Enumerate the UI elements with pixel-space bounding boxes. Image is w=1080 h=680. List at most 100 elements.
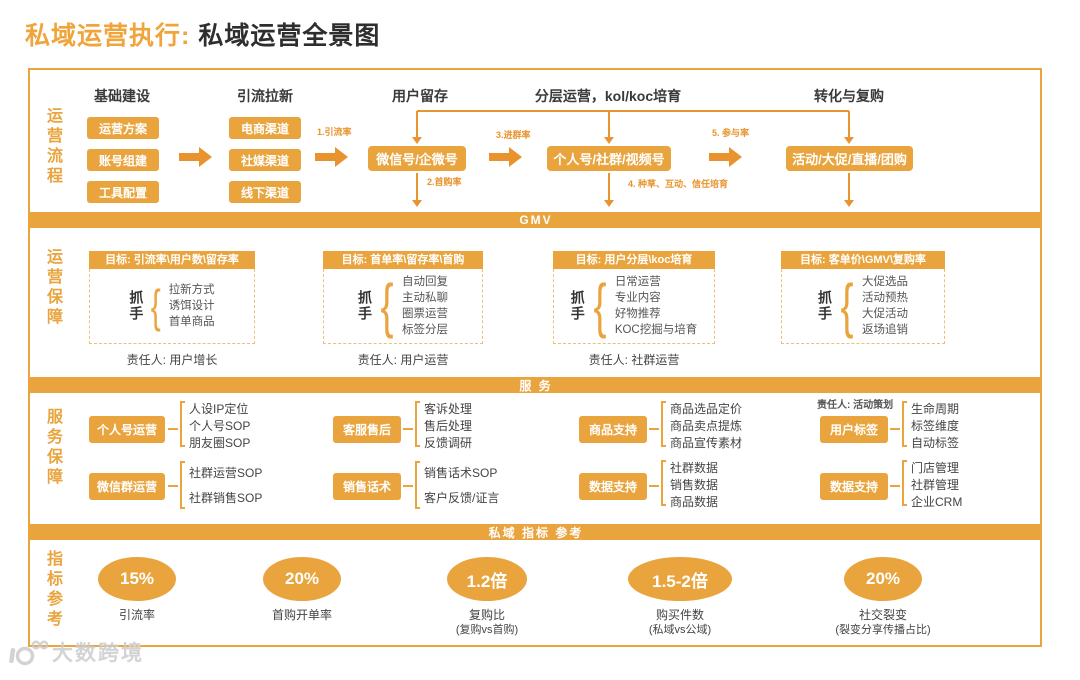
stage-header-tiering: 分层运营，kol/koc培育 [534,88,682,104]
flow-label-1: 1.引流率 [317,127,352,137]
service-list: 生命周期 标签维度 自动标签 [911,401,959,452]
connector-dash [403,428,413,430]
flow-box-offline-channel: 线下渠道 [229,181,301,203]
section-label-flow: 运营流程 [44,107,61,187]
service-list: 社群数据 销售数据 商品数据 [670,460,718,511]
bracket-icon [661,401,666,447]
service-box-personal-account: 个人号运营 [89,416,165,443]
brace-icon: { [151,280,161,332]
service-item: 社群销售SOP [189,491,263,505]
arrow-down-icon [410,173,424,207]
service-list: 销售话术SOP 客户反馈/证言 [424,461,499,511]
service-box-wechat-group: 微信群运营 [89,473,165,500]
card-item: 日常运营 [614,276,661,288]
metric-first-purchase: 20% 首购开单率 [242,557,362,623]
stage-header-conversion: 转化与复购 [814,88,884,104]
handle-label: 抓手 [816,290,833,322]
metric-value: 15% [98,557,176,601]
stage-header-retention: 用户留存 [392,88,448,104]
page-title: 私域运营执行:私域运营全景图 [25,16,380,52]
metric-subcaption: (复购vs首购) [455,624,519,636]
bracket-icon [661,460,666,506]
card-item: 标签分层 [402,324,449,336]
connector-dash [649,428,659,430]
metric-caption: 引流率 [118,608,155,622]
arrow-down-icon [602,173,616,207]
metric-value: 1.2倍 [447,557,527,601]
service-item: 人设IP定位 [189,402,249,416]
metric-social-fission: 20% 社交裂变 (裂变分享传播占比) [823,557,943,637]
metric-value: 1.5-2倍 [628,557,732,601]
card-item: 活动预热 [862,292,909,304]
service-item: 标签维度 [911,419,960,433]
section-label-service: 服务保障 [44,408,61,488]
card-goal: 目标: 用户分层\koc培育 [553,251,715,269]
watermark: 大数跨境 [8,637,144,667]
card-body: 抓手 { 大促选品 活动预热 大促活动 返场追销 [781,269,945,344]
flow-box-operation-plan: 运营方案 [87,117,159,139]
service-list: 客诉处理 售后处理 反馈调研 [424,401,472,452]
bracket-icon [902,401,907,447]
brace-icon: { [380,272,394,339]
arrow-right-icon [489,147,523,167]
card-owner-3: 责任人: 社群运营 [588,353,680,367]
card-item: 专业内容 [614,292,661,304]
connector-dash [649,485,659,487]
service-item: 商品宣传素材 [670,436,743,450]
handle-label: 抓手 [356,290,373,322]
service-item: 社群数据 [670,461,719,475]
metric-purchase-count: 1.5-2倍 购买件数 (私域vs公域) [610,557,750,637]
service-item: 售后处理 [424,419,473,433]
card-body: 抓手 { 拉新方式 诱饵设计 首单商品 [89,269,255,344]
brace-icon: { [593,272,607,339]
service-list: 门店管理 社群管理 企业CRM [911,460,962,511]
card-item: 诱饵设计 [168,300,215,312]
gmv-bar: GMV [30,212,1042,228]
flow-label-3: 3.进群率 [496,130,531,140]
card-items: 大促选品 活动预热 大促活动 返场追销 [862,274,908,338]
service-item: 社群管理 [911,478,960,492]
service-item: 客诉处理 [424,402,473,416]
service-item: 门店管理 [911,461,960,475]
service-box-product-support: 商品支持 [579,416,647,443]
connector-dash [890,428,900,430]
card-items: 拉新方式 诱饵设计 首单商品 [169,282,215,330]
dashu-logo-icon [9,640,48,666]
service-list: 社群运营SOP 社群销售SOP [189,461,262,511]
assurance-card-2: 目标: 首单率\留存率\首购 抓手 { 自动回复 主动私聊 圈票运营 标签分层 [323,251,483,344]
bracket-icon [415,401,420,447]
card-item: 自动回复 [402,276,449,288]
flow-box-tool-config: 工具配置 [87,181,159,203]
card-items: 自动回复 主动私聊 圈票运营 标签分层 [402,274,448,338]
stage-connector-line [417,110,849,112]
connector-dash [403,485,413,487]
metric-caption: 复购比 [468,608,505,622]
card-item: 首单商品 [168,316,215,328]
bracket-icon [902,460,907,506]
metric-caption: 社交裂变 [858,608,907,622]
metric-subcaption: (裂变分享传播占比) [835,624,931,636]
arrow-right-icon [709,147,743,167]
card-owner-2: 责任人: 用户运营 [357,353,449,367]
service-item: 反馈调研 [424,436,473,450]
service-bar: 服 务 [30,377,1042,393]
service-item: 企业CRM [911,495,963,509]
flow-node-community: 个人号/社群/视频号 [547,146,671,171]
service-item: 个人号SOP [189,419,251,433]
service-item: 销售数据 [670,478,719,492]
arrow-down-icon [842,111,856,144]
card-items: 日常运营 专业内容 好物推荐 KOC挖掘与培育 [615,274,697,338]
flow-label-4: 4. 种草、互动、信任培育 [628,179,729,189]
flow-label-5: 5. 参与率 [712,128,750,138]
card-owner-1: 责任人: 用户增长 [126,353,218,367]
flow-box-social-channel: 社媒渠道 [229,149,301,171]
card-item: 返场追销 [862,324,909,336]
card-item: 圈票运营 [402,308,449,320]
service-box-data-support: 数据支持 [579,473,647,500]
bracket-icon [180,461,185,509]
service-item: 销售话术SOP [424,466,498,480]
card-body: 抓手 { 日常运营 专业内容 好物推荐 KOC挖掘与培育 [553,269,715,344]
card-item: 主动私聊 [402,292,449,304]
service-item: 生命周期 [911,402,960,416]
